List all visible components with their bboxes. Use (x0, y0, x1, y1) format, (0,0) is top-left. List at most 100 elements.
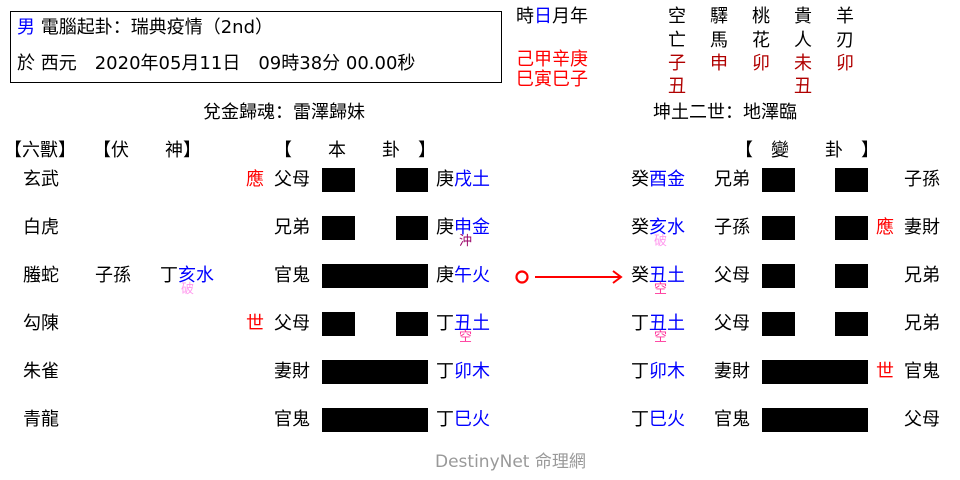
ben-gua-title: 兌金歸魂：雷澤歸妹 (203, 102, 365, 123)
ben-najia: 庚午火 (436, 267, 490, 285)
ben-shiying-mark: 應 (246, 169, 264, 190)
bian-yang-line (762, 360, 868, 384)
bian-relation-right: 兄弟 (904, 265, 940, 286)
ben-relation: 父母 (274, 169, 310, 190)
shensha-name-bottom: 人 (794, 30, 812, 51)
bian-stem: 丁 (631, 313, 649, 334)
ben-note: 沖 (459, 234, 473, 249)
ben-yang-line (322, 408, 428, 432)
ben-branch: 卯木 (454, 361, 490, 382)
bian-branch: 酉金 (649, 169, 685, 190)
fushen-ganzhi: 丁亥水 (160, 267, 214, 285)
six-beast: 白虎 (23, 217, 59, 238)
bian-yin-line-left (762, 216, 795, 240)
header-box (10, 11, 502, 83)
bian-note: 破 (654, 234, 668, 249)
bian-relation-right: 官鬼 (904, 361, 940, 382)
ben-relation: 官鬼 (274, 265, 310, 286)
ben-relation: 兄弟 (274, 217, 310, 238)
header-bian-gua: 【 變 卦 】 (735, 140, 879, 161)
shensha-name-top: 貴 (794, 6, 812, 27)
bian-stem: 丁 (631, 409, 649, 430)
bian-yin-line-left (762, 168, 795, 192)
bian-branch: 丑土 (649, 265, 685, 286)
bian-relation-right: 兄弟 (904, 313, 940, 334)
bian-branch: 卯木 (649, 361, 685, 382)
ben-branch: 丑土 (454, 313, 490, 334)
six-beast: 勾陳 (23, 313, 59, 334)
fushen-relation: 子孫 (95, 265, 131, 286)
bian-najia: 丁丑土 (631, 315, 685, 333)
ben-relation: 父母 (274, 313, 310, 334)
ben-yin-line-left (322, 312, 355, 336)
bian-najia: 丁卯木 (631, 363, 685, 381)
ben-note: 空 (459, 330, 473, 345)
bian-relation-right: 妻財 (904, 217, 940, 238)
bian-branch: 亥水 (649, 217, 685, 238)
divination-title: 電腦起卦：瑞典疫情（2nd） (40, 17, 274, 38)
bian-relation: 兄弟 (714, 169, 750, 190)
shensha-value: 申 (710, 53, 728, 74)
six-beast: 朱雀 (23, 361, 59, 382)
bian-relation: 子孫 (714, 217, 750, 238)
shensha-name-bottom: 馬 (710, 30, 728, 51)
bian-relation: 父母 (714, 265, 750, 286)
fushen-stem: 丁 (160, 265, 178, 286)
six-beast: 青龍 (23, 409, 59, 430)
ben-branch: 午火 (454, 265, 490, 286)
pillar-month-label: 月 (552, 6, 570, 27)
bian-yin-line-right (835, 168, 868, 192)
bian-relation: 父母 (714, 313, 750, 334)
ben-stem: 庚 (436, 217, 454, 238)
bian-relation-right: 父母 (904, 409, 940, 430)
ben-najia: 庚申金 (436, 219, 490, 237)
ben-najia: 丁丑土 (436, 315, 490, 333)
bian-yin-line-left (762, 264, 795, 288)
bian-branch: 巳火 (649, 409, 685, 430)
bian-stem: 癸 (631, 265, 649, 286)
ben-yin-line-right (396, 216, 428, 240)
shensha-name-bottom: 刃 (836, 30, 854, 51)
bian-note: 空 (654, 330, 668, 345)
ben-yin-line-left (322, 168, 355, 192)
ben-yin-line-left (322, 216, 355, 240)
header-fushen: 【伏 神】 (93, 140, 201, 161)
bian-yin-line-right (835, 312, 868, 336)
six-beast: 螣蛇 (23, 265, 59, 286)
bian-najia: 癸酉金 (631, 171, 685, 189)
ben-stem: 丁 (436, 361, 454, 382)
ben-branch: 巳火 (454, 409, 490, 430)
bian-stem: 丁 (631, 361, 649, 382)
shensha-name-bottom: 花 (752, 30, 770, 51)
shensha-value: 卯 (752, 53, 770, 74)
header-title-line: 男 電腦起卦：瑞典疫情（2nd） (17, 19, 273, 37)
pillar-branches: 巳寅巳子 (516, 69, 588, 90)
shensha-value: 未 (794, 53, 812, 74)
moving-line-indicator (515, 267, 625, 291)
ben-stem: 丁 (436, 313, 454, 334)
ben-relation: 官鬼 (274, 409, 310, 430)
fushen-branch: 亥水 (178, 265, 214, 286)
ben-shiying-mark: 世 (246, 313, 264, 334)
pillar-labels: 時日月年 (516, 8, 588, 26)
ben-relation: 妻財 (274, 361, 310, 382)
ben-stem: 庚 (436, 265, 454, 286)
shensha-value: 丑 (668, 76, 686, 97)
bian-yin-line-right (835, 264, 868, 288)
ben-branch: 戌土 (454, 169, 490, 190)
bian-stem: 癸 (631, 217, 649, 238)
ben-stem: 庚 (436, 169, 454, 190)
bian-najia: 丁巳火 (631, 411, 685, 429)
ben-yang-line (322, 264, 428, 288)
shensha-value: 子 (668, 53, 686, 74)
shensha-value: 卯 (836, 53, 854, 74)
shensha-name-top: 空 (668, 6, 686, 27)
bian-relation: 官鬼 (714, 409, 750, 430)
shensha-name-top: 驛 (710, 6, 728, 27)
pillar-stems: 己甲辛庚 (516, 49, 588, 70)
header-ben-gua: 【 本 卦 】 (274, 140, 436, 161)
fushen-note: 破 (181, 282, 195, 297)
bian-yang-line (762, 408, 868, 432)
footer-brand: DestinyNet 命理網 (435, 452, 586, 472)
ben-yin-line-right (396, 312, 428, 336)
